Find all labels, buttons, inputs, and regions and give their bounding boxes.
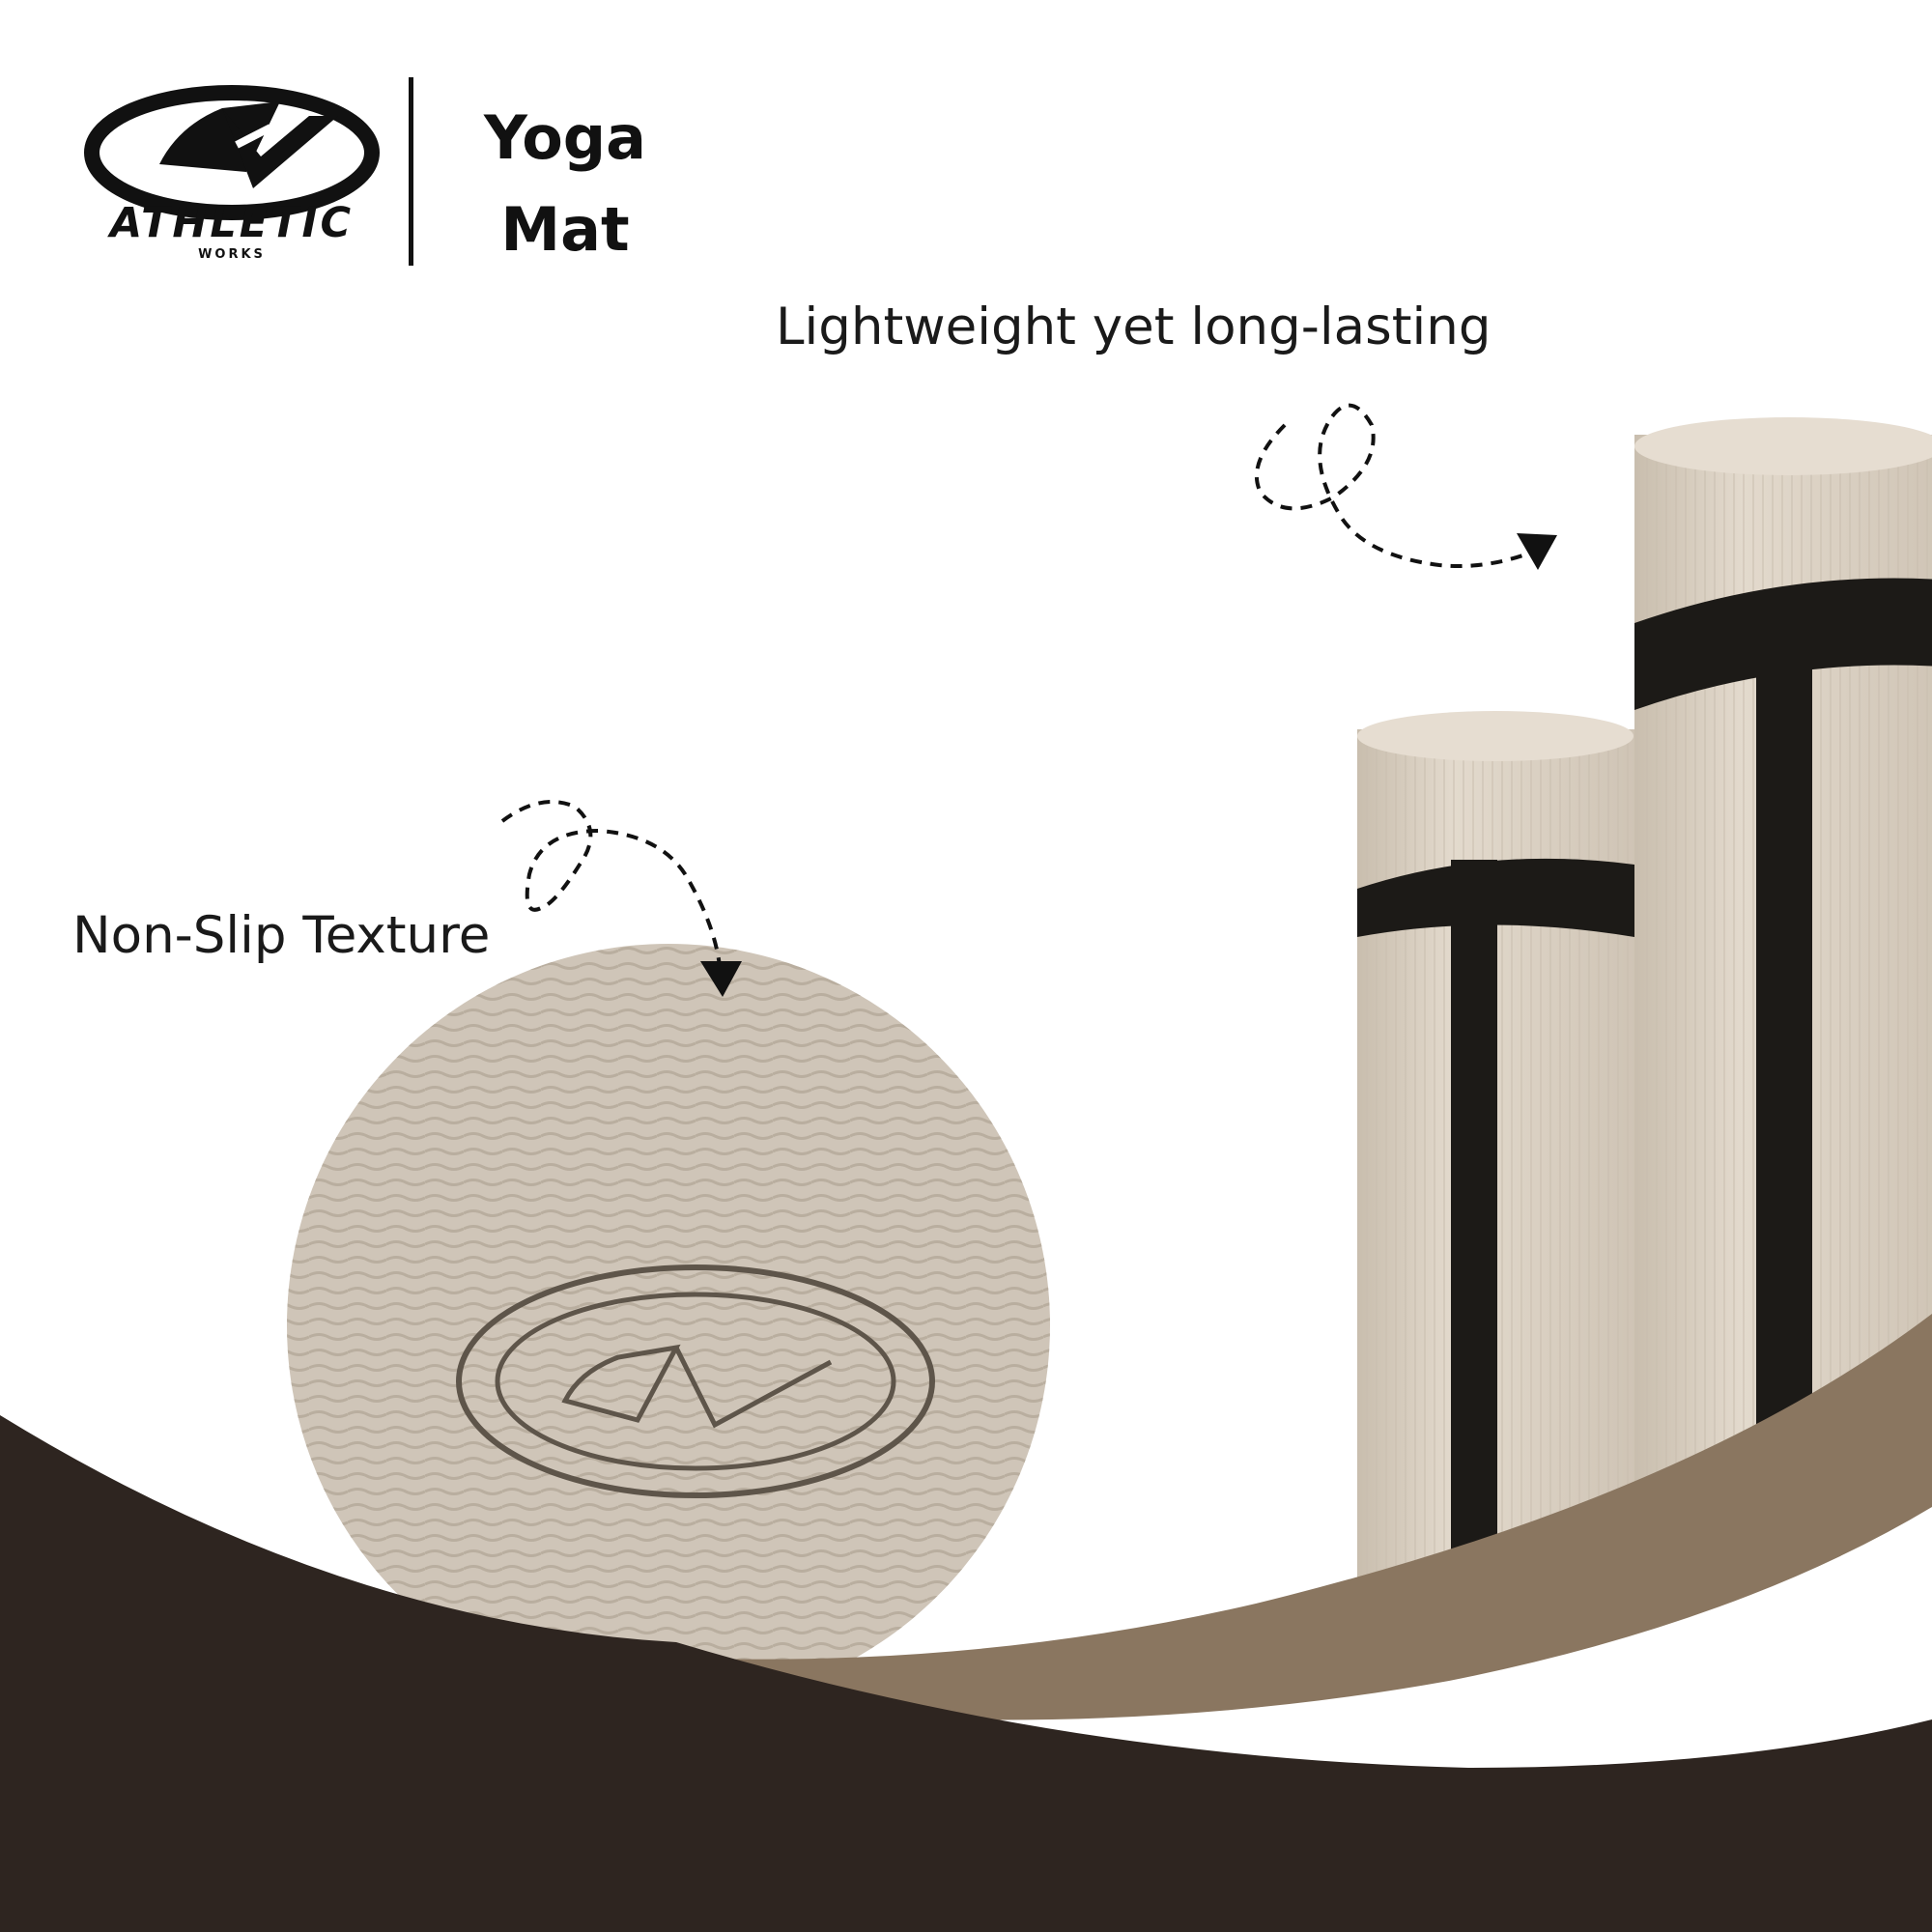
arrowhead-top-icon [1517,533,1557,570]
product-title-line2: Mat [500,194,630,265]
callout-non-slip: Non-Slip Texture [72,906,491,965]
dashed-arrow-bottom [500,800,722,967]
brand-subname: WORKS [198,247,266,262]
brand-name: ATHLETIC [109,199,355,247]
arrowhead-bottom-icon [700,961,742,997]
athletic-works-emblem-icon [84,85,380,220]
dark-wave [0,1415,1932,1932]
product-title-line1: Yoga [483,102,647,173]
dashed-arrow-top [1254,403,1537,568]
texture-closeup [287,944,1050,1707]
product-title: Yoga Mat [454,92,676,275]
header-divider [409,77,413,266]
callout-lightweight: Lightweight yet long-lasting [776,298,1492,356]
yoga-mat-roll-tall [1634,417,1932,1690]
